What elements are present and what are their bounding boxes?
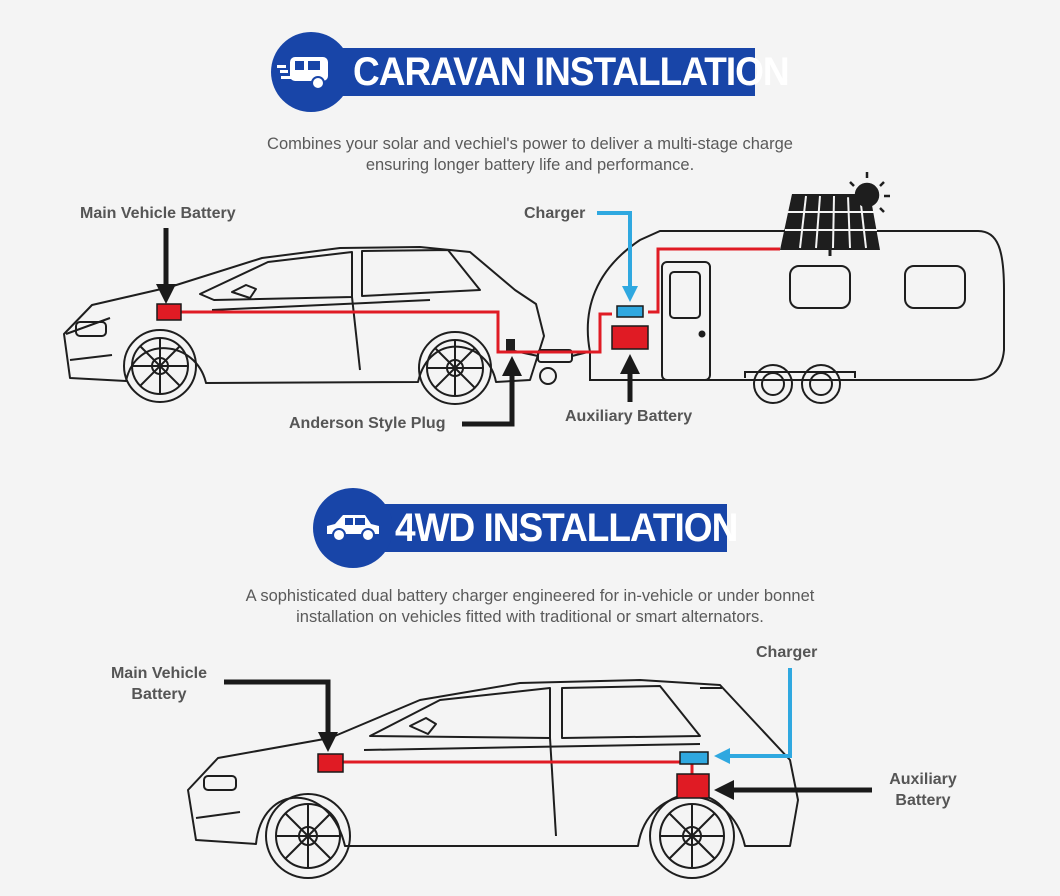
- 4wd-desc-line2: installation on vehicles fitted with tra…: [296, 608, 764, 626]
- caravan-title: CARAVAN INSTALLATION: [353, 49, 790, 94]
- arrow-main-battery-bottom: [224, 679, 338, 752]
- caravan-desc-line1: Combines your solar and vechiel's power …: [267, 135, 793, 153]
- wiring-bottom: [342, 760, 694, 776]
- tow-hitch: [509, 349, 589, 385]
- 4wd-description: A sophisticated dual battery charger eng…: [0, 586, 1060, 628]
- 4wd-banner: 4WD INSTALLATION: [313, 488, 738, 568]
- label-main-battery-top: Main Vehicle Battery: [80, 205, 236, 222]
- aux-battery-top: [611, 325, 649, 350]
- label-charger-bottom: Charger: [756, 644, 818, 661]
- charger-top: [616, 305, 644, 318]
- car-outline-top: [63, 246, 545, 405]
- 4wd-icon: [327, 515, 379, 542]
- wheel-spokes-bottom: [276, 804, 724, 868]
- caravan-icon: [277, 57, 328, 90]
- 4wd-desc-line1: A sophisticated dual battery charger eng…: [245, 587, 815, 605]
- wheel-spokes-top: [132, 338, 483, 396]
- wiring-top: [180, 247, 780, 354]
- solar-panel-icon: [780, 194, 880, 256]
- caravan-desc-line2: ensuring longer battery life and perform…: [365, 156, 695, 174]
- label-aux-battery-bottom-line2: Battery: [895, 792, 951, 809]
- caravan-banner-bar: CARAVAN INSTALLATION: [311, 48, 790, 96]
- anderson-plug: [506, 339, 515, 351]
- caravan-banner: CARAVAN INSTALLATION: [271, 32, 790, 112]
- 4wd-icon-badge: [313, 488, 393, 568]
- arrow-charger-bottom: [714, 668, 792, 764]
- 4wd-banner-bar: 4WD INSTALLATION: [353, 504, 738, 552]
- caravan-icon-badge: [271, 32, 351, 112]
- label-aux-battery-top: Auxiliary Battery: [565, 408, 693, 425]
- charger-bottom: [679, 751, 709, 765]
- caravan-description: Combines your solar and vechiel's power …: [0, 134, 1060, 176]
- main-battery-top: [156, 303, 182, 321]
- label-main-battery-bottom: Main Vehicle Battery: [98, 663, 220, 705]
- arrow-charger-top: [597, 211, 638, 302]
- label-main-battery-bottom-line2: Battery: [131, 686, 187, 703]
- label-aux-battery-bottom-line1: Auxiliary: [889, 771, 957, 788]
- label-aux-battery-bottom: Auxiliary Battery: [882, 769, 964, 811]
- caravan-outline: [586, 230, 1005, 404]
- sun-icon: [843, 172, 890, 213]
- aux-battery-bottom: [676, 773, 710, 799]
- label-charger-top: Charger: [524, 205, 586, 222]
- label-anderson-plug: Anderson Style Plug: [289, 415, 446, 432]
- 4wd-title: 4WD INSTALLATION: [395, 505, 738, 550]
- main-battery-bottom: [317, 753, 344, 773]
- label-main-battery-bottom-line1: Main Vehicle: [110, 665, 208, 682]
- arrow-anderson-plug: [462, 356, 522, 427]
